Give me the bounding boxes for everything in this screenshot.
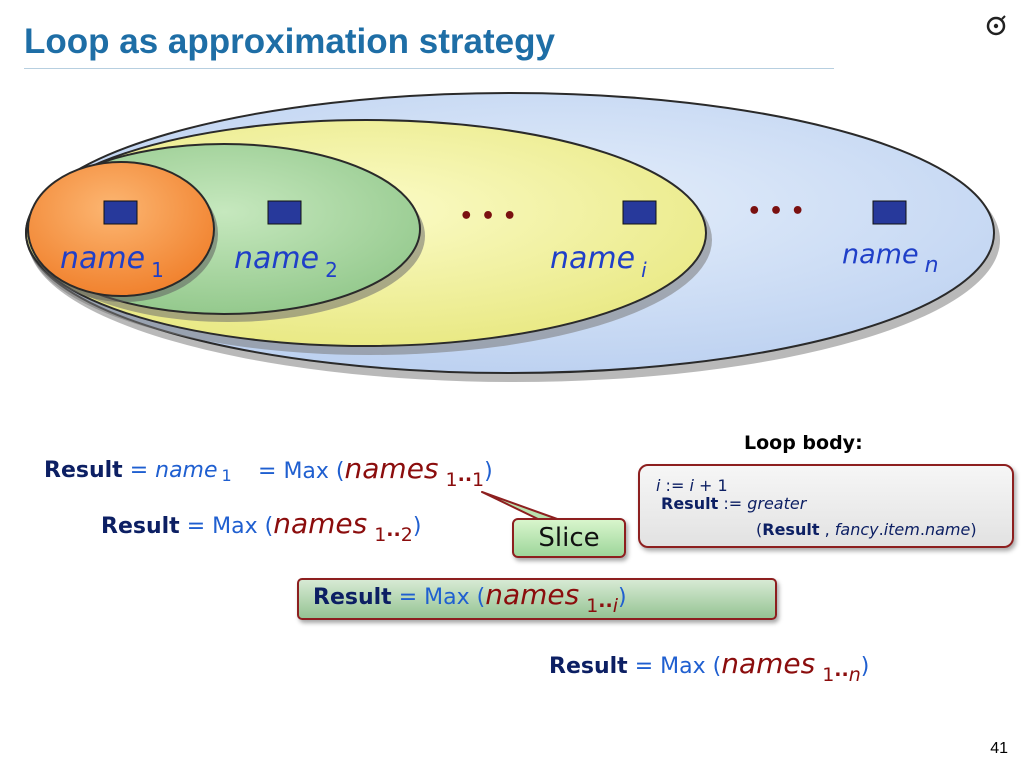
equation-line-n: Result = Max (names 1..n) bbox=[549, 647, 870, 686]
assign-op: := bbox=[665, 476, 685, 495]
equals-sign: = bbox=[398, 585, 418, 610]
equals-sign: = bbox=[129, 458, 149, 483]
loop-body-box: i := i + 1 Result := greater (Result , f… bbox=[638, 464, 1014, 548]
names-term: names bbox=[721, 647, 816, 680]
loop-line-increment: i := i + 1 bbox=[656, 476, 728, 495]
result-keyword: Result bbox=[549, 654, 628, 679]
max-function: Max bbox=[212, 514, 258, 539]
max-function: Max bbox=[283, 459, 329, 484]
open-paren: ( bbox=[264, 514, 274, 539]
result-keyword: Result bbox=[762, 520, 820, 539]
open-paren: ( bbox=[476, 585, 486, 610]
open-paren: ( bbox=[335, 459, 345, 484]
var-i: i bbox=[656, 476, 661, 495]
result-keyword: Result bbox=[313, 585, 392, 610]
equals-sign: = bbox=[258, 459, 277, 484]
current-slice-highlight bbox=[297, 578, 777, 620]
result-keyword: Result bbox=[44, 458, 123, 483]
plus-one: + 1 bbox=[698, 476, 728, 495]
fancy-term: fancy bbox=[834, 520, 879, 539]
range-sep: .. bbox=[834, 659, 849, 681]
names-term: names bbox=[344, 452, 439, 485]
element-square-i bbox=[622, 200, 657, 225]
open-paren: ( bbox=[756, 520, 763, 539]
equals-sign: = bbox=[634, 654, 654, 679]
range-lo: 1 bbox=[374, 524, 387, 546]
range-lo: 1 bbox=[586, 595, 599, 617]
close-paren: ) bbox=[412, 514, 422, 539]
range-lo: 1 bbox=[445, 469, 458, 491]
equation-line-1b: = Max (names 1..1) bbox=[258, 452, 493, 491]
slice-callout: Slice bbox=[512, 518, 626, 558]
range-sep: .. bbox=[457, 464, 473, 486]
slide-title: Loop as approximation strategy bbox=[24, 22, 555, 61]
close-paren: ) bbox=[484, 459, 493, 484]
var-i: i bbox=[689, 476, 694, 495]
close-paren: ) bbox=[860, 654, 870, 679]
item-term: item bbox=[883, 520, 920, 539]
element-square-n bbox=[872, 200, 907, 225]
element-square-1 bbox=[103, 200, 138, 225]
close-paren: ) bbox=[618, 585, 627, 610]
open-paren: ( bbox=[712, 654, 722, 679]
loop-body-title: Loop body: bbox=[744, 432, 863, 454]
loop-line-result: Result := greater bbox=[661, 494, 806, 513]
orange-set bbox=[27, 161, 215, 297]
logo-icon bbox=[986, 15, 1006, 36]
ellipsis-1: • • • bbox=[459, 204, 517, 229]
max-function: Max bbox=[424, 585, 470, 610]
dot: . bbox=[919, 520, 925, 539]
loop-line-args: (Result , fancy.item.name) bbox=[756, 520, 977, 539]
names-term: names bbox=[273, 507, 368, 540]
greater-function: greater bbox=[747, 494, 807, 513]
dot: . bbox=[878, 520, 884, 539]
name-term: name bbox=[155, 458, 218, 483]
slide-number: 41 bbox=[990, 740, 1008, 757]
title-divider bbox=[24, 68, 834, 69]
range-hi: n bbox=[848, 664, 861, 686]
ellipsis-2: • • • bbox=[747, 199, 805, 224]
range-lo: 1 bbox=[822, 664, 835, 686]
comma: , bbox=[824, 520, 830, 539]
range-hi: 1 bbox=[472, 469, 485, 491]
range-sep: .. bbox=[386, 519, 401, 541]
equation-line-2: Result = Max (names 1..2) bbox=[101, 507, 422, 546]
equation-line-i: Result = Max (names 1..i) bbox=[313, 578, 627, 617]
element-square-2 bbox=[267, 200, 302, 225]
names-term: names bbox=[485, 578, 580, 611]
max-function: Max bbox=[660, 654, 706, 679]
equals-sign: = bbox=[186, 514, 206, 539]
range-sep: .. bbox=[598, 590, 613, 612]
range-hi: 2 bbox=[400, 524, 413, 546]
range-hi: i bbox=[612, 595, 619, 617]
name-term: name bbox=[924, 520, 971, 539]
subscript: 1 bbox=[221, 466, 232, 485]
assign-op: := bbox=[723, 494, 743, 513]
close-paren: ) bbox=[970, 520, 977, 539]
result-keyword: Result bbox=[661, 494, 719, 513]
result-keyword: Result bbox=[101, 514, 180, 539]
